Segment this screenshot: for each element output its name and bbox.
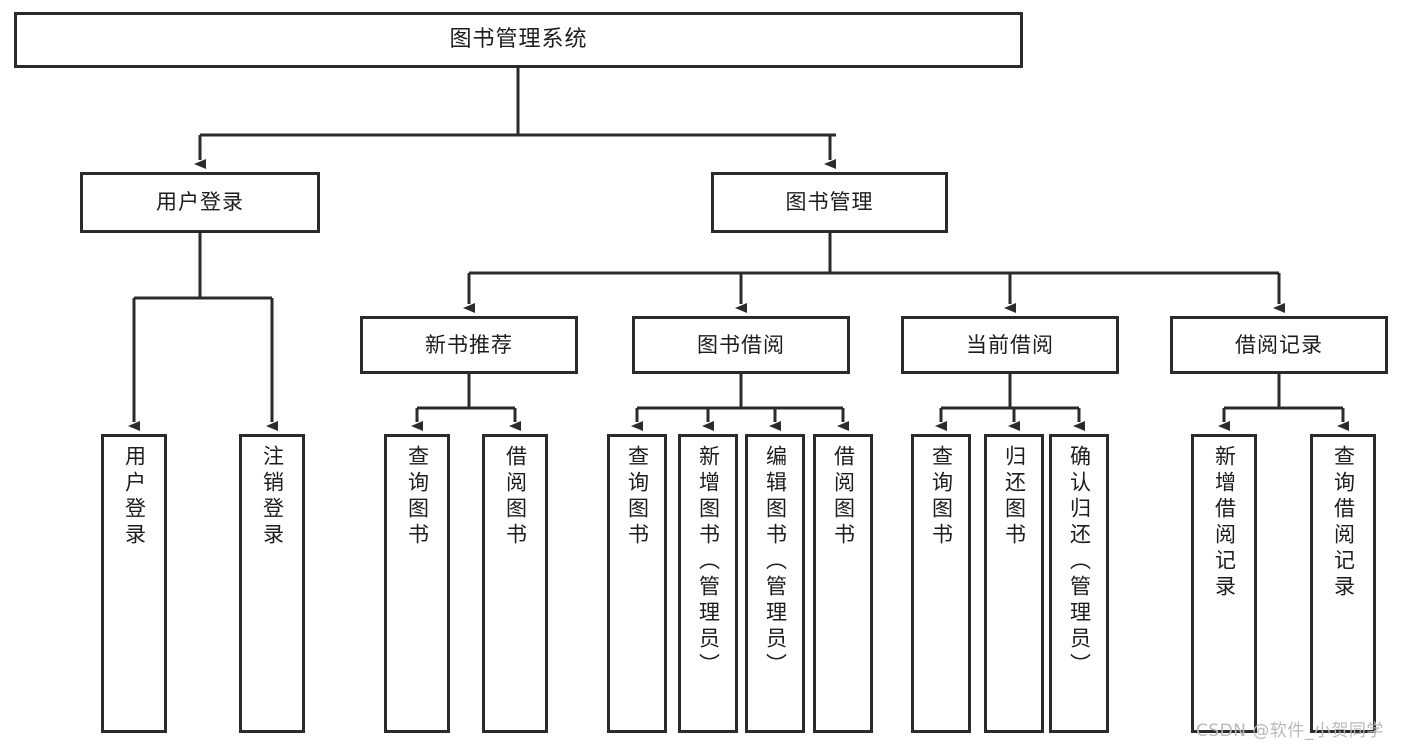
node-level2-book-borrow-label: 图书借阅: [697, 332, 785, 357]
node-leaf-query-book-current[interactable]: 查询图书: [911, 434, 971, 733]
node-leaf-user-login-label: 用户登录: [122, 445, 147, 549]
node-leaf-logout[interactable]: 注销登录: [239, 434, 305, 733]
node-leaf-edit-book-admin[interactable]: 编辑图书（管理员）: [745, 434, 805, 733]
node-leaf-add-borrow-record-label: 新增借阅记录: [1212, 445, 1237, 601]
node-leaf-return-book-label: 归还图书: [1002, 445, 1027, 549]
node-level1-user-login[interactable]: 用户登录: [80, 172, 320, 233]
node-level2-new-book-recommend[interactable]: 新书推荐: [360, 316, 578, 374]
node-leaf-return-book[interactable]: 归还图书: [984, 434, 1044, 733]
node-leaf-confirm-return-admin-label: 确认归还（管理员）: [1067, 445, 1092, 679]
node-root[interactable]: 图书管理系统: [14, 12, 1023, 68]
node-leaf-confirm-return-admin[interactable]: 确认归还（管理员）: [1049, 434, 1109, 733]
node-leaf-add-book-admin[interactable]: 新增图书（管理员）: [678, 434, 738, 733]
node-leaf-query-book-borrow[interactable]: 查询图书: [607, 434, 667, 733]
node-level1-book-management-label: 图书管理: [785, 190, 874, 215]
node-level2-current-borrow-label: 当前借阅: [966, 332, 1054, 357]
node-leaf-user-login[interactable]: 用户登录: [101, 434, 167, 733]
node-leaf-query-book-new-label: 查询图书: [405, 445, 430, 549]
node-leaf-lend-book[interactable]: 借阅图书: [813, 434, 873, 733]
node-level2-borrow-record-label: 借阅记录: [1235, 332, 1323, 357]
node-level2-book-borrow[interactable]: 图书借阅: [632, 316, 850, 374]
csdn-watermark: CSDN @软件_小贺同学: [1196, 721, 1384, 741]
node-level1-user-login-label: 用户登录: [156, 190, 244, 215]
node-leaf-logout-label: 注销登录: [260, 445, 285, 549]
node-leaf-query-book-current-label: 查询图书: [929, 445, 954, 549]
node-leaf-borrow-book-new[interactable]: 借阅图书: [482, 434, 548, 733]
node-leaf-query-book-new[interactable]: 查询图书: [384, 434, 450, 733]
node-root-label: 图书管理系统: [449, 27, 588, 53]
node-leaf-add-book-admin-label: 新增图书（管理员）: [696, 445, 721, 679]
node-leaf-borrow-book-new-label: 借阅图书: [503, 445, 528, 549]
node-level2-current-borrow[interactable]: 当前借阅: [901, 316, 1119, 374]
node-leaf-query-borrow-record[interactable]: 查询借阅记录: [1310, 434, 1376, 733]
node-leaf-edit-book-admin-label: 编辑图书（管理员）: [763, 445, 788, 679]
node-level2-new-book-recommend-label: 新书推荐: [425, 332, 513, 357]
node-level1-book-management[interactable]: 图书管理: [711, 172, 948, 233]
node-level2-borrow-record[interactable]: 借阅记录: [1170, 316, 1388, 374]
node-leaf-add-borrow-record[interactable]: 新增借阅记录: [1191, 434, 1257, 733]
node-leaf-lend-book-label: 借阅图书: [831, 445, 856, 549]
node-leaf-query-book-borrow-label: 查询图书: [625, 445, 650, 549]
node-leaf-query-borrow-record-label: 查询借阅记录: [1331, 445, 1356, 601]
